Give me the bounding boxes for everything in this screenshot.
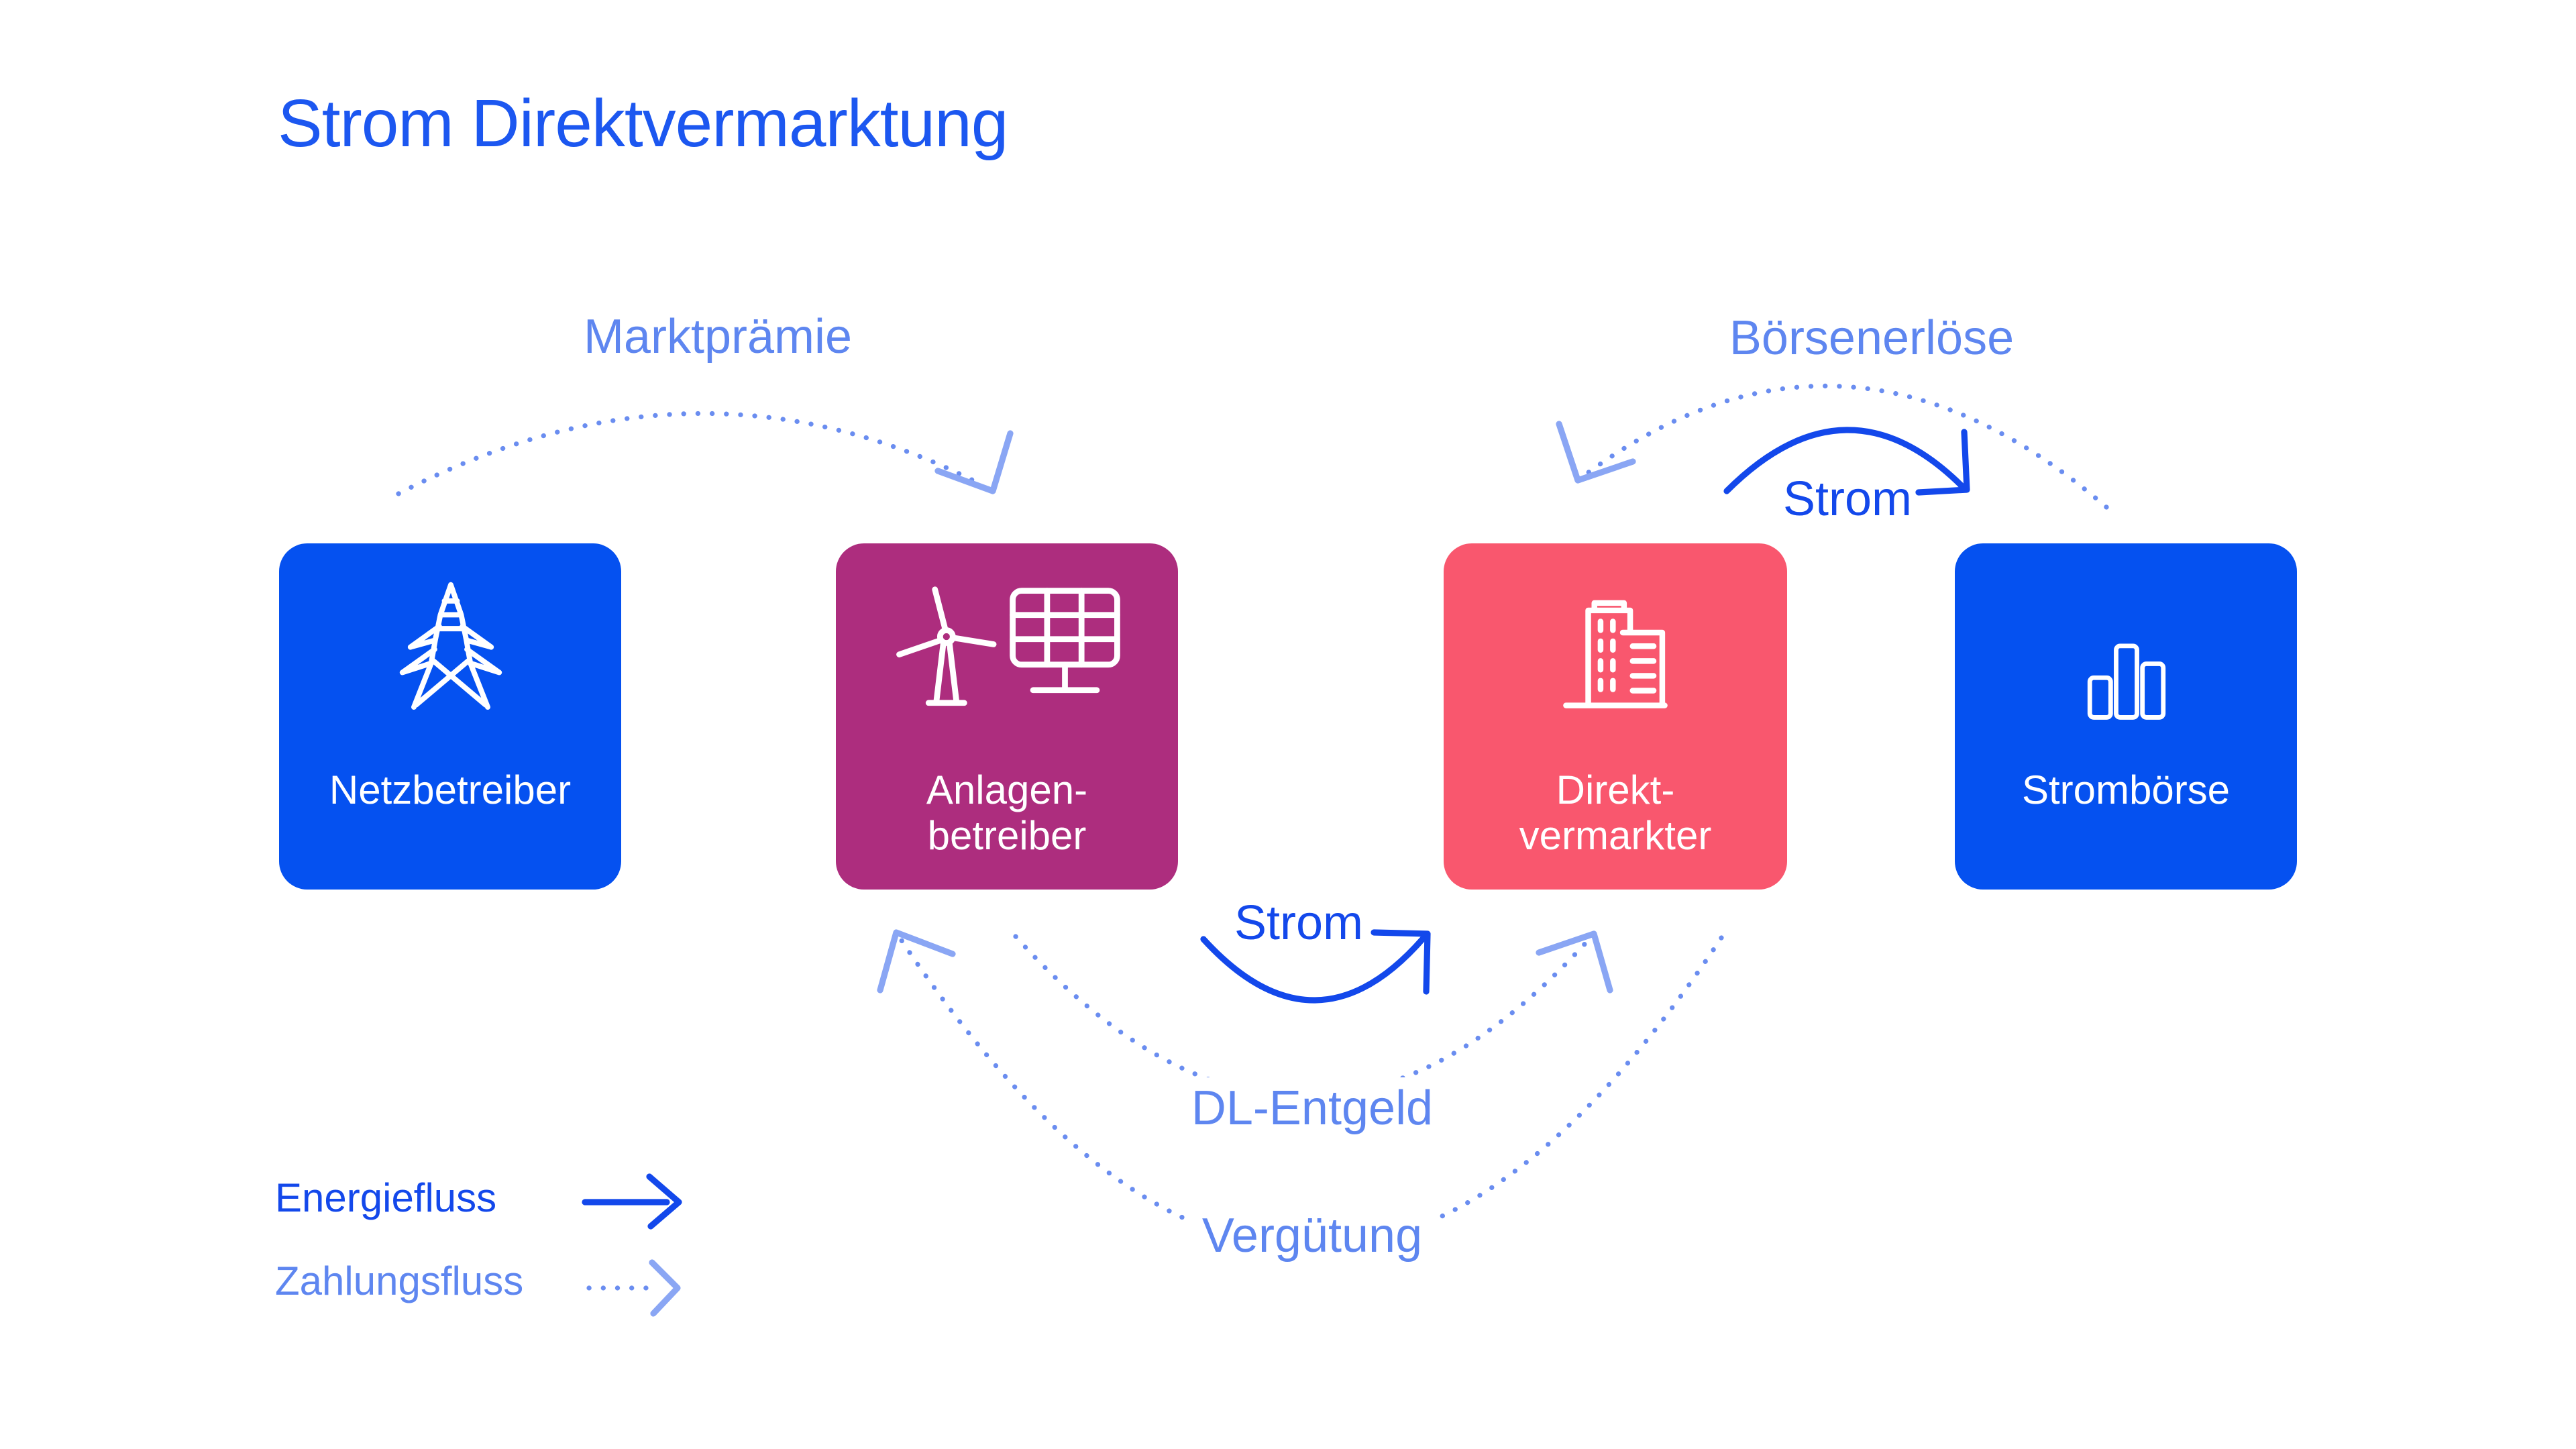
verguetung-arrowhead-icon xyxy=(877,929,956,994)
box-label: Netzbetreiber xyxy=(279,769,621,814)
box-label-line1: Netzbetreiber xyxy=(329,769,572,813)
strom-bottom-label: Strom xyxy=(1234,895,1364,950)
energiefluss-legend-label: Energiefluss xyxy=(275,1177,497,1221)
box-label-line1: Anlagen- xyxy=(926,769,1088,813)
box-label: Strombörse xyxy=(1955,769,2297,814)
zahlungsfluss-arrow-head-icon xyxy=(649,1259,681,1317)
bar-chart-icon xyxy=(2076,640,2176,723)
box-label: Anlagen- betreiber xyxy=(836,769,1178,860)
transmission-tower-icon xyxy=(392,576,508,718)
box-label-line2: betreiber xyxy=(927,814,1087,859)
energiefluss-arrow-head-icon xyxy=(646,1173,682,1230)
box-label-line2: vermarkter xyxy=(1519,814,1712,859)
strom-bottom-arc xyxy=(1200,933,1428,1004)
box-label: Direkt- vermarkter xyxy=(1444,769,1787,860)
dl-entgeld-arrowhead-icon xyxy=(1536,930,1613,994)
strom-top-arc xyxy=(1723,427,1968,494)
boersenerloese-label: Börsenerlöse xyxy=(1729,310,2015,365)
boersenerloese-arrowhead-icon xyxy=(1556,421,1636,484)
box-stromboerse: Strombörse xyxy=(1955,543,2297,890)
wind-turbine-solar-panel-icon xyxy=(879,573,1134,726)
box-label-line1: Strombörse xyxy=(2021,769,2231,813)
box-anlagenbetreiber: Anlagen- betreiber xyxy=(836,543,1178,890)
box-label-line1: Direkt- xyxy=(1556,769,1675,813)
strom-top-label: Strom xyxy=(1782,471,1913,526)
box-netzbetreiber: Netzbetreiber xyxy=(279,543,621,890)
verguetung-label: Vergütung xyxy=(1185,1205,1439,1267)
marktpraemie-label: Marktprämie xyxy=(583,309,853,364)
dl-entgeld-dotted-arc xyxy=(1013,931,1597,1099)
marktpraemie-arrowhead-icon xyxy=(934,430,1014,494)
office-buildings-icon xyxy=(1554,594,1677,718)
dl-entgeld-label: DL-Entgeld xyxy=(1175,1077,1450,1139)
marktpraemie-dotted-arc xyxy=(396,411,983,496)
page-title: Strom Direktvermarktung xyxy=(278,86,1008,161)
box-direktvermarkter: Direkt- vermarkter xyxy=(1444,543,1787,890)
strom-top-arrowhead-icon xyxy=(1915,429,1970,496)
zahlungsfluss-legend-label: Zahlungsfluss xyxy=(275,1260,524,1304)
strom-bottom-arrowhead-icon xyxy=(1371,929,1431,995)
